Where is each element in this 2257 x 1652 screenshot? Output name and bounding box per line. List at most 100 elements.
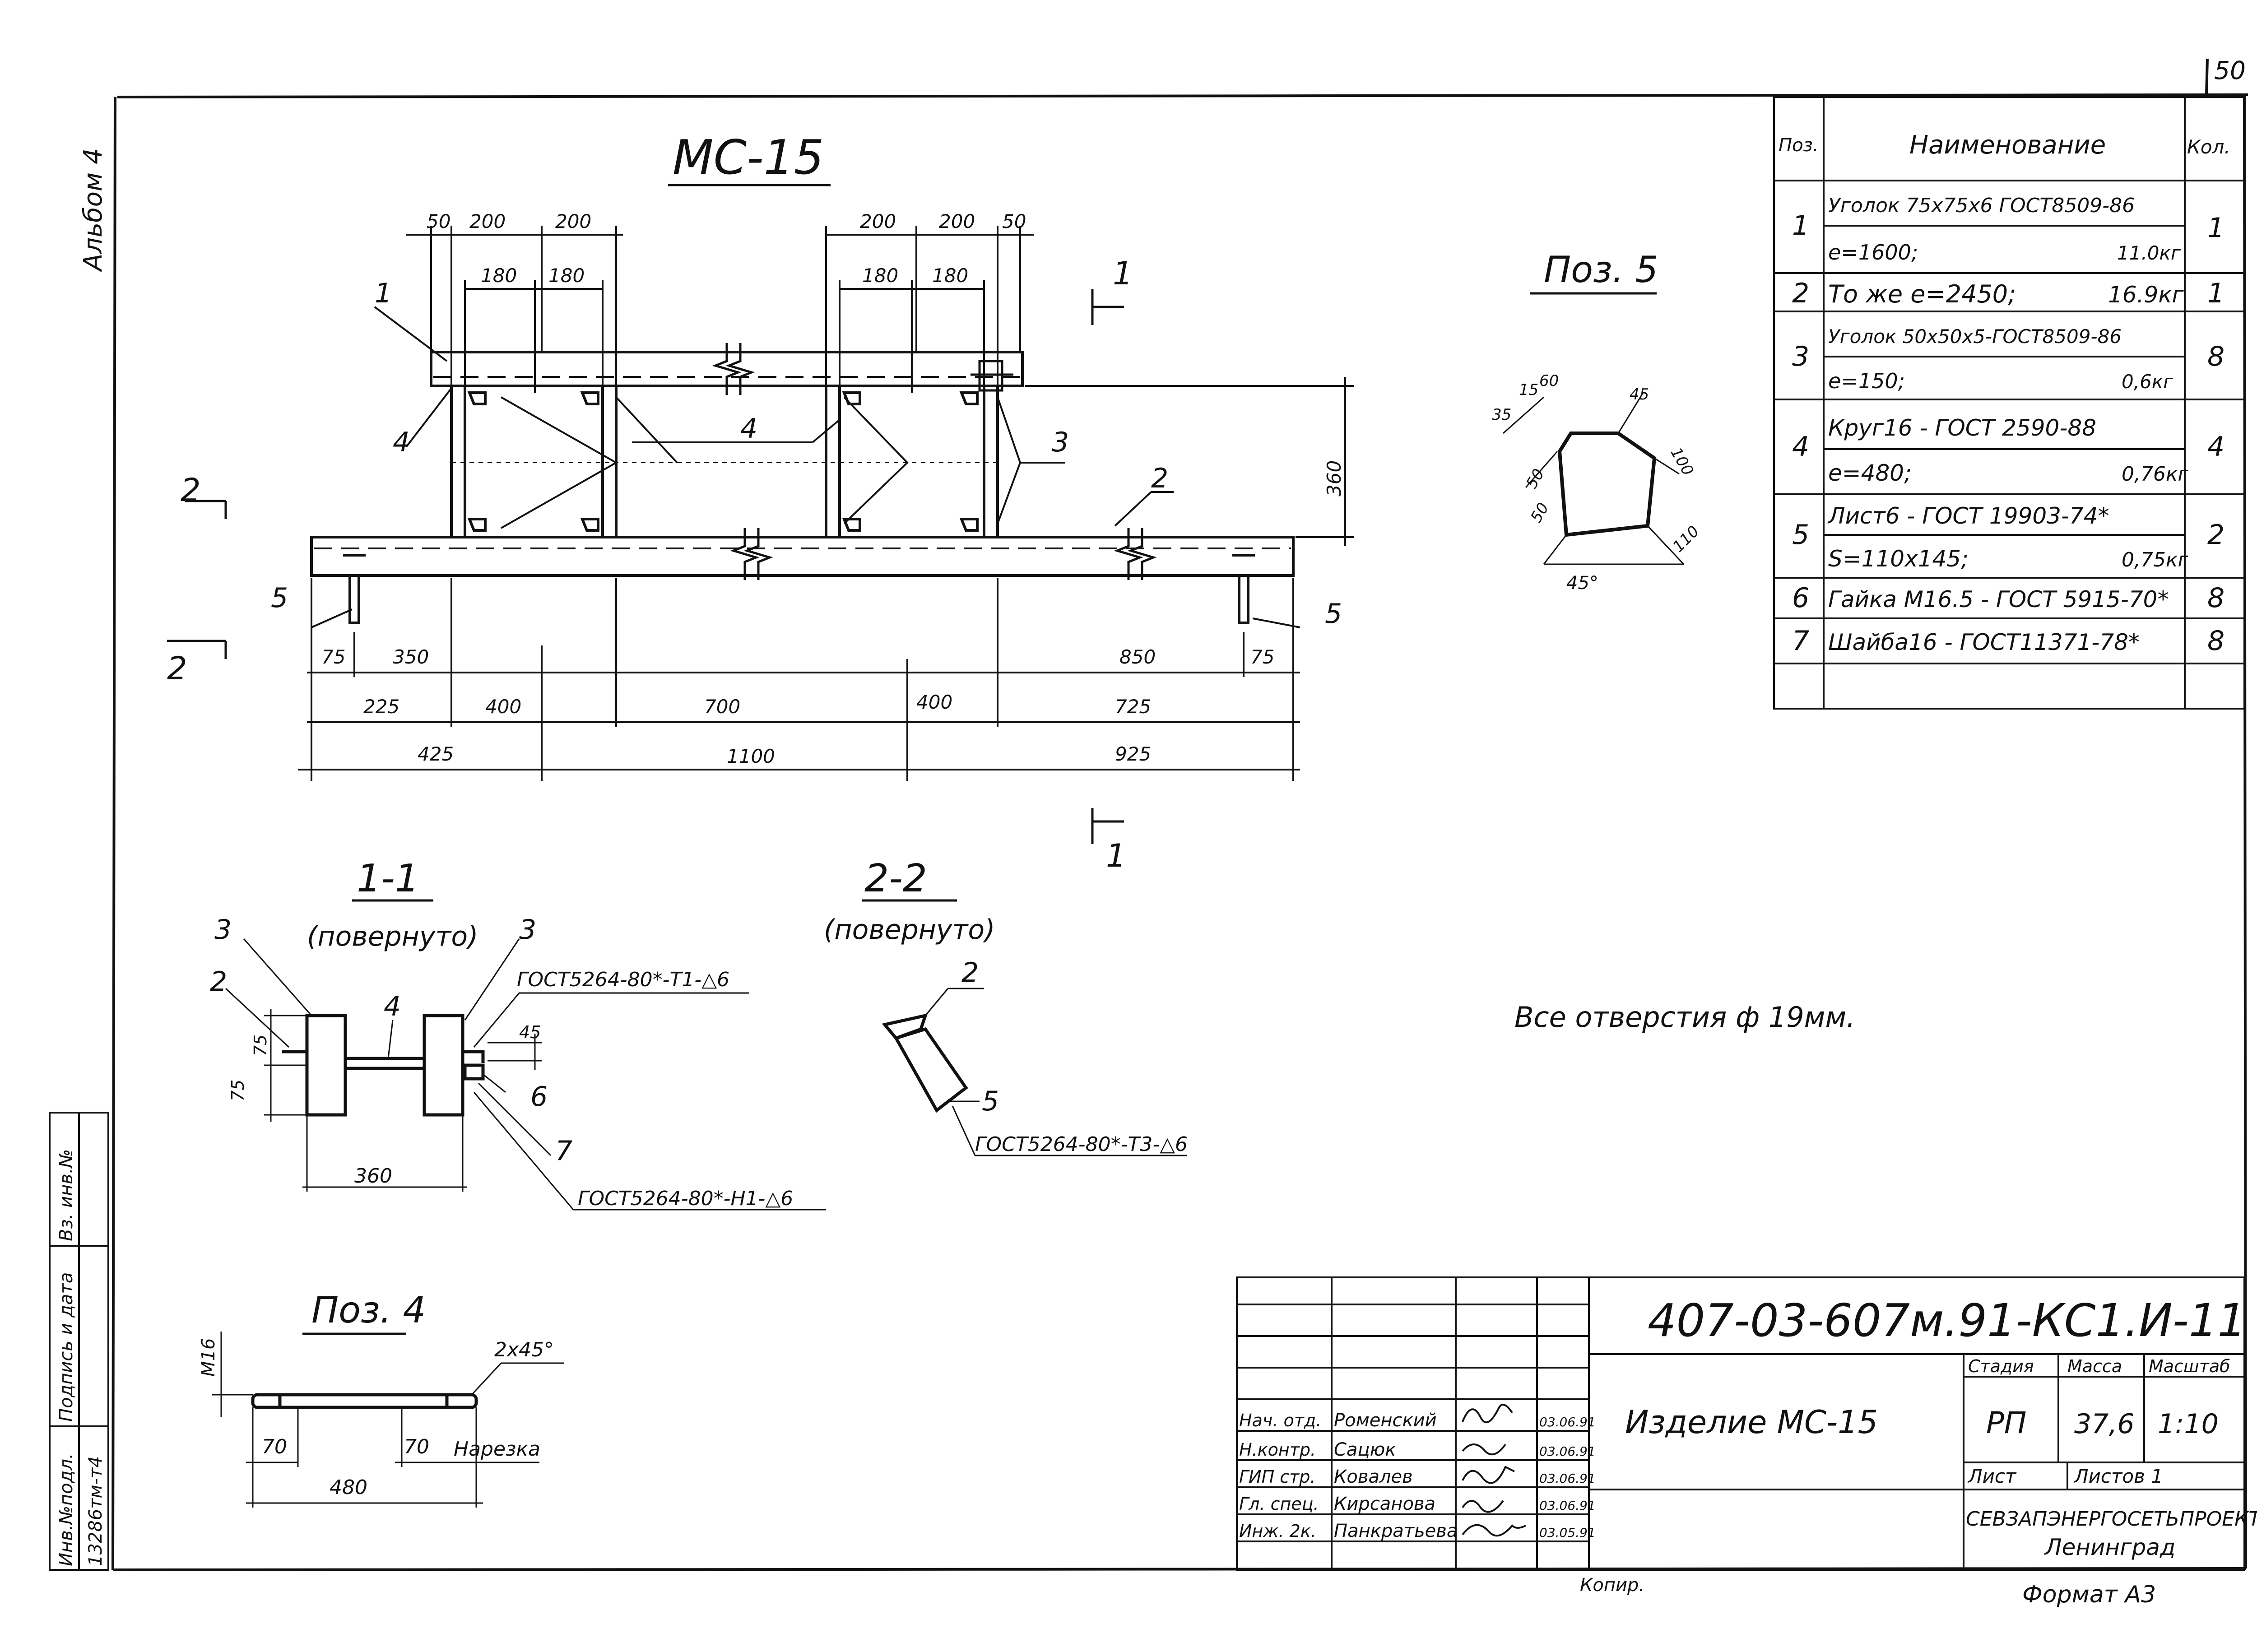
dims-bottom: [298, 578, 1300, 781]
dim-top-right-2: 200: [939, 210, 975, 232]
spec-row4-pos: 4: [1792, 431, 1809, 463]
page-number: 50: [2214, 56, 2246, 85]
copied-label: Копир.: [1580, 1575, 1644, 1596]
spec-row6-qty: 8: [2207, 582, 2224, 614]
dim-b1-850: 850: [1119, 646, 1156, 668]
main-view-leaders: [311, 306, 1300, 628]
person-5-name: Панкратьева: [1334, 1521, 1458, 1541]
spec-header-name: Наименование: [1909, 130, 2106, 160]
s11-callout-2: 2: [210, 966, 227, 998]
spec-row5-mass: 0,75кг: [2122, 548, 2189, 571]
spec-row1-pos: 1: [1792, 210, 1809, 241]
pos4-dim-480: 480: [330, 1476, 367, 1499]
section-2-2-shapes: [882, 1013, 968, 1113]
pos4-dim-70-left: 70: [262, 1435, 287, 1458]
format-label: Формат А3: [2022, 1581, 2156, 1608]
dim-height: [1025, 377, 1354, 546]
pos4-title: Поз. 4: [311, 1289, 426, 1331]
spec-row7-line1: Шайба16 - ГОСТ11371-78*: [1828, 629, 2140, 655]
dims-top-right: [825, 226, 1034, 393]
dim-b3-425: 425: [418, 743, 454, 765]
sheets-label: Листов 1: [2073, 1465, 2163, 1487]
vertical-angles-pos3: [450, 386, 999, 537]
s22-callout-2: 2: [961, 957, 979, 988]
dim-b3-925: 925: [1115, 743, 1151, 765]
dim-inner-left-1: 180: [481, 265, 517, 287]
spec-row1-mass: 11.0кг: [2117, 242, 2181, 264]
section-2-2-subtitle: (повернуто): [824, 914, 995, 946]
callout-4-left: 4: [393, 427, 410, 458]
side-stamp-sign-date: Подпись и дата: [56, 1272, 77, 1422]
dim-b1-75r: 75: [1250, 646, 1274, 668]
person-2-date: 03.06.91: [1539, 1444, 1596, 1459]
s11-callout-4: 4: [384, 991, 401, 1022]
pos5-dim-50b: 50: [1527, 500, 1552, 525]
side-stamp: [49, 1112, 109, 1571]
s11-dim-75a: 75: [251, 1035, 270, 1056]
person-2-name: Сацюк: [1334, 1439, 1396, 1460]
dim-inner-right-2: 180: [932, 265, 968, 287]
dim-top-left-2: 200: [469, 210, 506, 232]
s11-callout-6: 6: [530, 1081, 548, 1113]
person-1-date: 03.06.91: [1539, 1415, 1596, 1429]
dim-b2-700: 700: [704, 696, 740, 718]
s11-callout-3-right: 3: [519, 914, 536, 946]
pos5-dim-110: 110: [1669, 522, 1703, 556]
s22-weld: ГОСТ5264-80*-Т3-△6: [975, 1133, 1188, 1156]
section-markers: [167, 289, 1124, 844]
person-5-role: Инж. 2к.: [1239, 1521, 1316, 1541]
callout-3: 3: [1052, 427, 1069, 458]
dim-top-right-1: 200: [860, 210, 896, 232]
spec-row4-line1: Круг16 - ГОСТ 2590-88: [1828, 415, 2096, 441]
spec-table: [1773, 96, 2245, 710]
callout-5-right: 5: [1325, 598, 1342, 630]
section-mark-1-bottom: 1: [1106, 837, 1126, 874]
section-2-2-leaders: [924, 988, 1187, 1156]
spec-row5-pos: 5: [1792, 519, 1809, 551]
section-mark-2-top: 2: [181, 472, 201, 509]
dim-inner-right-1: 180: [862, 265, 898, 287]
org-name: СЕВЗАПЭНЕРГОСЕТЬПРОЕКТ: [1966, 1508, 2257, 1531]
s11-callout-3-left: 3: [214, 914, 232, 946]
pos5-dim-100: 100: [1667, 445, 1697, 479]
spec-row5-qty: 2: [2207, 519, 2224, 551]
bolt-top-right: [971, 360, 1013, 392]
section-2-2: 2-2 (повернуто) 2 5 ГОСТ5264-80*-Т3-△6: [824, 856, 1188, 1156]
break-marks: [712, 343, 1157, 580]
spec-row4-line2: е=480;: [1828, 460, 1912, 486]
spec-header-pos: Поз.: [1779, 135, 1819, 156]
dim-top-left-1: 50: [427, 210, 450, 232]
mass-value: 37,6: [2074, 1408, 2135, 1440]
holes-note: Все отверстия ф 19мм.: [1514, 1001, 1855, 1034]
section-1-1: 1-1 (повернуто): [210, 856, 826, 1211]
pos4-dims: [212, 1332, 564, 1508]
pos5-dim-45: 45: [1630, 385, 1649, 404]
pos4-detail: Поз. 4 М16 2х45° 70 70 480 Нарезка: [198, 1289, 564, 1508]
pos5-detail: Поз. 5 35 15 60 45 100 50 50 110 45°: [1492, 249, 1703, 594]
spec-row3-qty: 8: [2207, 341, 2224, 372]
person-5-date: 03.05.91: [1539, 1525, 1596, 1540]
callout-1: 1: [375, 278, 392, 309]
spec-row2-line1: То же е=2450;: [1828, 280, 2016, 308]
callout-5-left: 5: [271, 582, 288, 614]
person-4-name: Кирсанова: [1334, 1494, 1435, 1514]
pos5-plate: [1557, 432, 1657, 537]
stage-value: РП: [1986, 1406, 2026, 1440]
spec-row3-pos: 3: [1792, 341, 1809, 372]
callout-4-mid: 4: [740, 413, 757, 445]
s22-callout-5: 5: [982, 1086, 999, 1117]
section-1-1-subtitle: (повернуто): [307, 921, 478, 952]
spec-header-qty: Кол.: [2187, 136, 2230, 158]
main-view: МС-15: [167, 130, 1354, 874]
doc-code: 407-03-607м.91-КС1.И-11: [1648, 1294, 2246, 1347]
side-stamp-inv-orig: Инв.№подл.: [56, 1453, 77, 1566]
person-4-role: Гл. спец.: [1239, 1494, 1319, 1514]
lower-angle-pos2: [310, 536, 1295, 577]
item-name: Изделие МС-15: [1625, 1404, 1878, 1441]
dim-height-label: 360: [1323, 460, 1345, 497]
dim-b1-350: 350: [393, 646, 429, 668]
scale-header: Масштаб: [2149, 1356, 2230, 1376]
title-block: [1236, 1276, 2245, 1571]
person-1-role: Нач. отд.: [1239, 1411, 1321, 1430]
pos4-dim-70-right: 70: [404, 1435, 429, 1458]
